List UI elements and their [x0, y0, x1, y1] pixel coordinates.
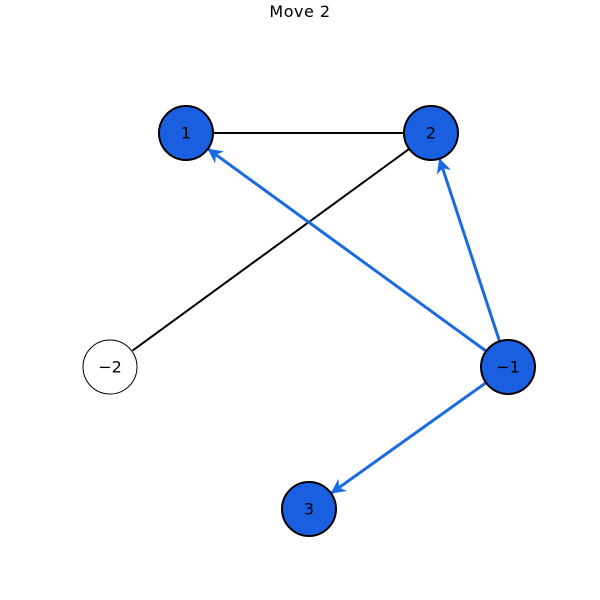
graph-node-nm2: −2: [82, 339, 138, 395]
arrow-edge-nm1-to-n2: [436, 158, 501, 342]
nodes-layer: 1 2 −2 −1 3: [82, 105, 536, 537]
node-label: 1: [181, 124, 191, 143]
arrow-edge-nm1-to-n3: [330, 381, 487, 494]
figure-title: Move 2: [269, 2, 331, 21]
node-label: 2: [426, 124, 436, 143]
node-label: −1: [496, 358, 520, 377]
node-circle: [403, 105, 459, 161]
node-label: 3: [304, 500, 314, 519]
graph-node-n2: 2: [403, 105, 459, 161]
arrow-edge-nm1-to-n1: [207, 148, 488, 353]
graph-node-nm1: −1: [480, 339, 536, 395]
node-circle: [281, 481, 337, 537]
edges-layer: [132, 132, 501, 494]
node-circle: [82, 339, 138, 395]
node-circle: [158, 105, 214, 161]
graph-node-n3: 3: [281, 481, 337, 537]
node-circle: [480, 339, 536, 395]
edge-n2-nm2: [132, 148, 410, 352]
graph-node-n1: 1: [158, 105, 214, 161]
node-label: −2: [98, 358, 122, 377]
